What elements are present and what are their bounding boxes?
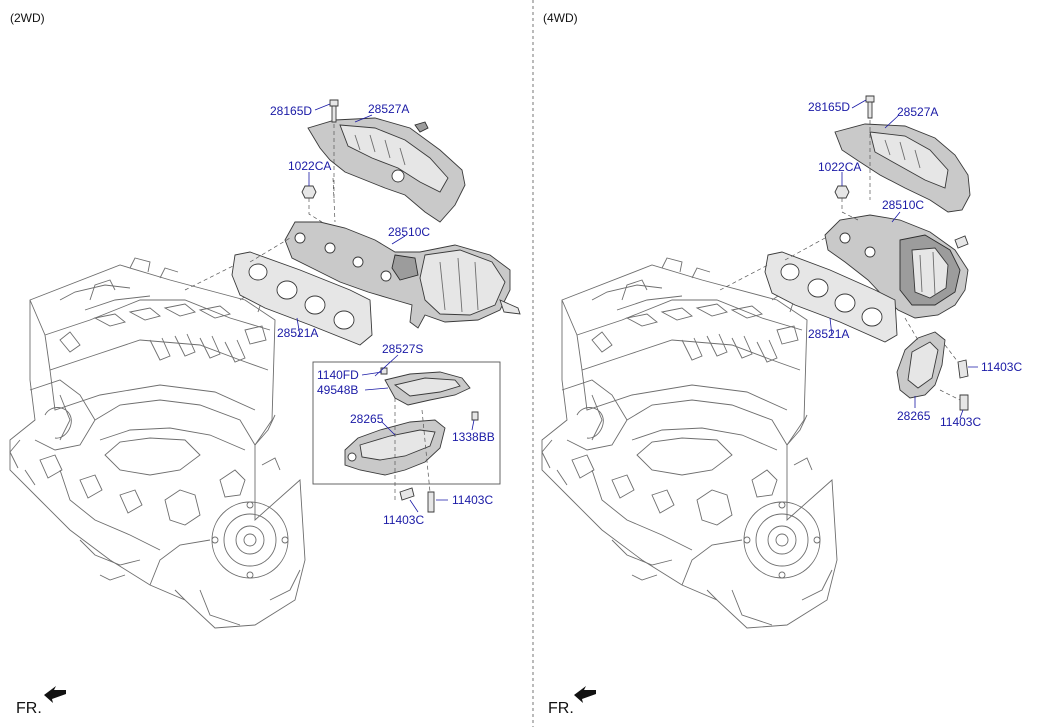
callout-11403c-lower[interactable]: 11403C [940, 415, 981, 429]
bolt-small[interactable] [380, 367, 388, 375]
callout-1022ca[interactable]: 1022CA [818, 160, 861, 174]
callout-28165d[interactable]: 28165D [270, 104, 312, 118]
callout-28510c[interactable]: 28510C [882, 198, 924, 212]
engine-block [541, 257, 838, 629]
bracket-kit-box [312, 361, 501, 485]
callout-1140fd[interactable]: 1140FD [317, 368, 359, 382]
callout-28265[interactable]: 28265 [897, 409, 931, 423]
callout-28527a[interactable]: 28527A [368, 102, 409, 116]
heat-shield-bolt[interactable] [865, 95, 875, 119]
front-arrow-icon [574, 686, 596, 703]
callout-28510c[interactable]: 28510C [388, 225, 430, 239]
front-arrow-icon [44, 686, 66, 703]
bolt-right[interactable] [427, 491, 435, 513]
bolt-lower[interactable] [959, 394, 969, 411]
callout-49548b[interactable]: 49548B [317, 383, 358, 397]
callout-1338bb[interactable]: 1338BB [452, 430, 495, 444]
bolt-upper[interactable] [957, 359, 969, 379]
callout-11403c-right[interactable]: 11403C [452, 493, 493, 507]
callout-28521a[interactable]: 28521A [277, 326, 318, 340]
front-marker-4wd: FR. [548, 700, 574, 717]
variant-label-4wd: (4WD) [543, 11, 578, 25]
engine-block [9, 257, 306, 629]
heat-shield-bolt[interactable] [329, 99, 339, 123]
callout-28165d[interactable]: 28165D [808, 100, 850, 114]
heat-shield-rib [339, 124, 449, 193]
callout-28527a[interactable]: 28527A [897, 105, 938, 119]
variant-label-2wd: (2WD) [10, 11, 45, 25]
callout-1022ca[interactable]: 1022CA [288, 159, 331, 173]
callout-11403c-upper[interactable]: 11403C [981, 360, 1022, 374]
panel-2wd: (2WD) [9, 11, 521, 717]
front-marker-2wd: FR. [16, 700, 42, 717]
callout-28265[interactable]: 28265 [350, 412, 384, 426]
heat-shield[interactable] [834, 123, 971, 213]
nut[interactable] [834, 185, 850, 199]
callout-28527s[interactable]: 28527S [382, 342, 423, 356]
callout-11403c-bottom[interactable]: 11403C [383, 513, 424, 527]
callout-28521a[interactable]: 28521A [808, 327, 849, 341]
panel-4wd: (4WD) 28165D 28527A 1022CA [541, 11, 1022, 717]
bolt-side[interactable] [471, 411, 479, 421]
bolt-bottom[interactable] [399, 487, 415, 501]
nut[interactable] [301, 185, 317, 199]
